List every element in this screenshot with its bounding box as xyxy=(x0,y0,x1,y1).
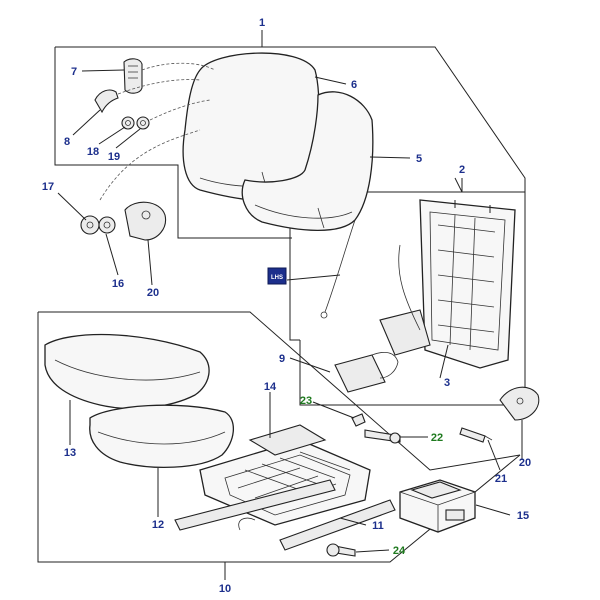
callout-15: 15 xyxy=(517,510,529,522)
lhs-badge: LHS xyxy=(267,267,287,285)
recliner-cover-part-20-right xyxy=(499,386,540,421)
callout-1: 1 xyxy=(259,17,265,29)
callout-10: 10 xyxy=(219,583,231,595)
callout-23: 23 xyxy=(300,395,312,407)
gear-part-16 xyxy=(98,216,116,234)
trim-cap-part-8 xyxy=(94,89,119,114)
trim-cap-part-7 xyxy=(123,58,143,94)
callout-5: 5 xyxy=(416,153,422,165)
callout-2: 2 xyxy=(459,164,465,176)
lhs-badge-text: LHS xyxy=(271,275,283,281)
callout-19: 19 xyxy=(108,151,120,163)
callout-9: 9 xyxy=(279,353,285,365)
bolt-part-21 xyxy=(459,427,493,443)
backrest-cushion xyxy=(241,91,374,231)
callout-6: 6 xyxy=(351,79,357,91)
callout-18: 18 xyxy=(87,146,99,158)
gear-part-19 xyxy=(136,116,150,130)
callout-14: 14 xyxy=(264,381,277,393)
leader-lines xyxy=(57,69,523,553)
callout-11: 11 xyxy=(372,520,384,532)
callout-21: 21 xyxy=(495,473,507,485)
guide-curves xyxy=(99,62,216,201)
callout-24: 24 xyxy=(393,545,406,557)
bolt-part-24 xyxy=(326,543,356,557)
seat-cushion-part-9 xyxy=(334,351,399,393)
gear-part-17 xyxy=(80,215,100,235)
callout-17: 17 xyxy=(42,181,54,193)
callout-20-left: 20 xyxy=(147,287,159,299)
backrest-frame xyxy=(379,199,516,369)
callout-16: 16 xyxy=(112,278,124,290)
seat-cushion-pad xyxy=(89,404,234,468)
seat-switch-part-15 xyxy=(399,479,476,533)
callout-labels: 1 2 3 5 6 7 8 9 10 11 12 13 14 15 16 17 … xyxy=(42,17,531,595)
callout-22: 22 xyxy=(431,432,443,444)
gear-part-18 xyxy=(121,116,135,130)
callout-12: 12 xyxy=(152,519,164,531)
callout-8: 8 xyxy=(64,136,70,148)
callout-7: 7 xyxy=(71,66,77,78)
callout-20-right: 20 xyxy=(519,457,531,469)
seat-runner-rails xyxy=(174,479,396,551)
lumbar-cable xyxy=(320,219,356,319)
callout-3: 3 xyxy=(444,377,450,389)
seat-cushion-cover xyxy=(44,333,210,410)
bolt-part-23 xyxy=(351,413,366,427)
bolt-part-22 xyxy=(364,429,401,444)
callout-13: 13 xyxy=(64,447,76,459)
recliner-cover-part-20-left xyxy=(124,201,167,241)
